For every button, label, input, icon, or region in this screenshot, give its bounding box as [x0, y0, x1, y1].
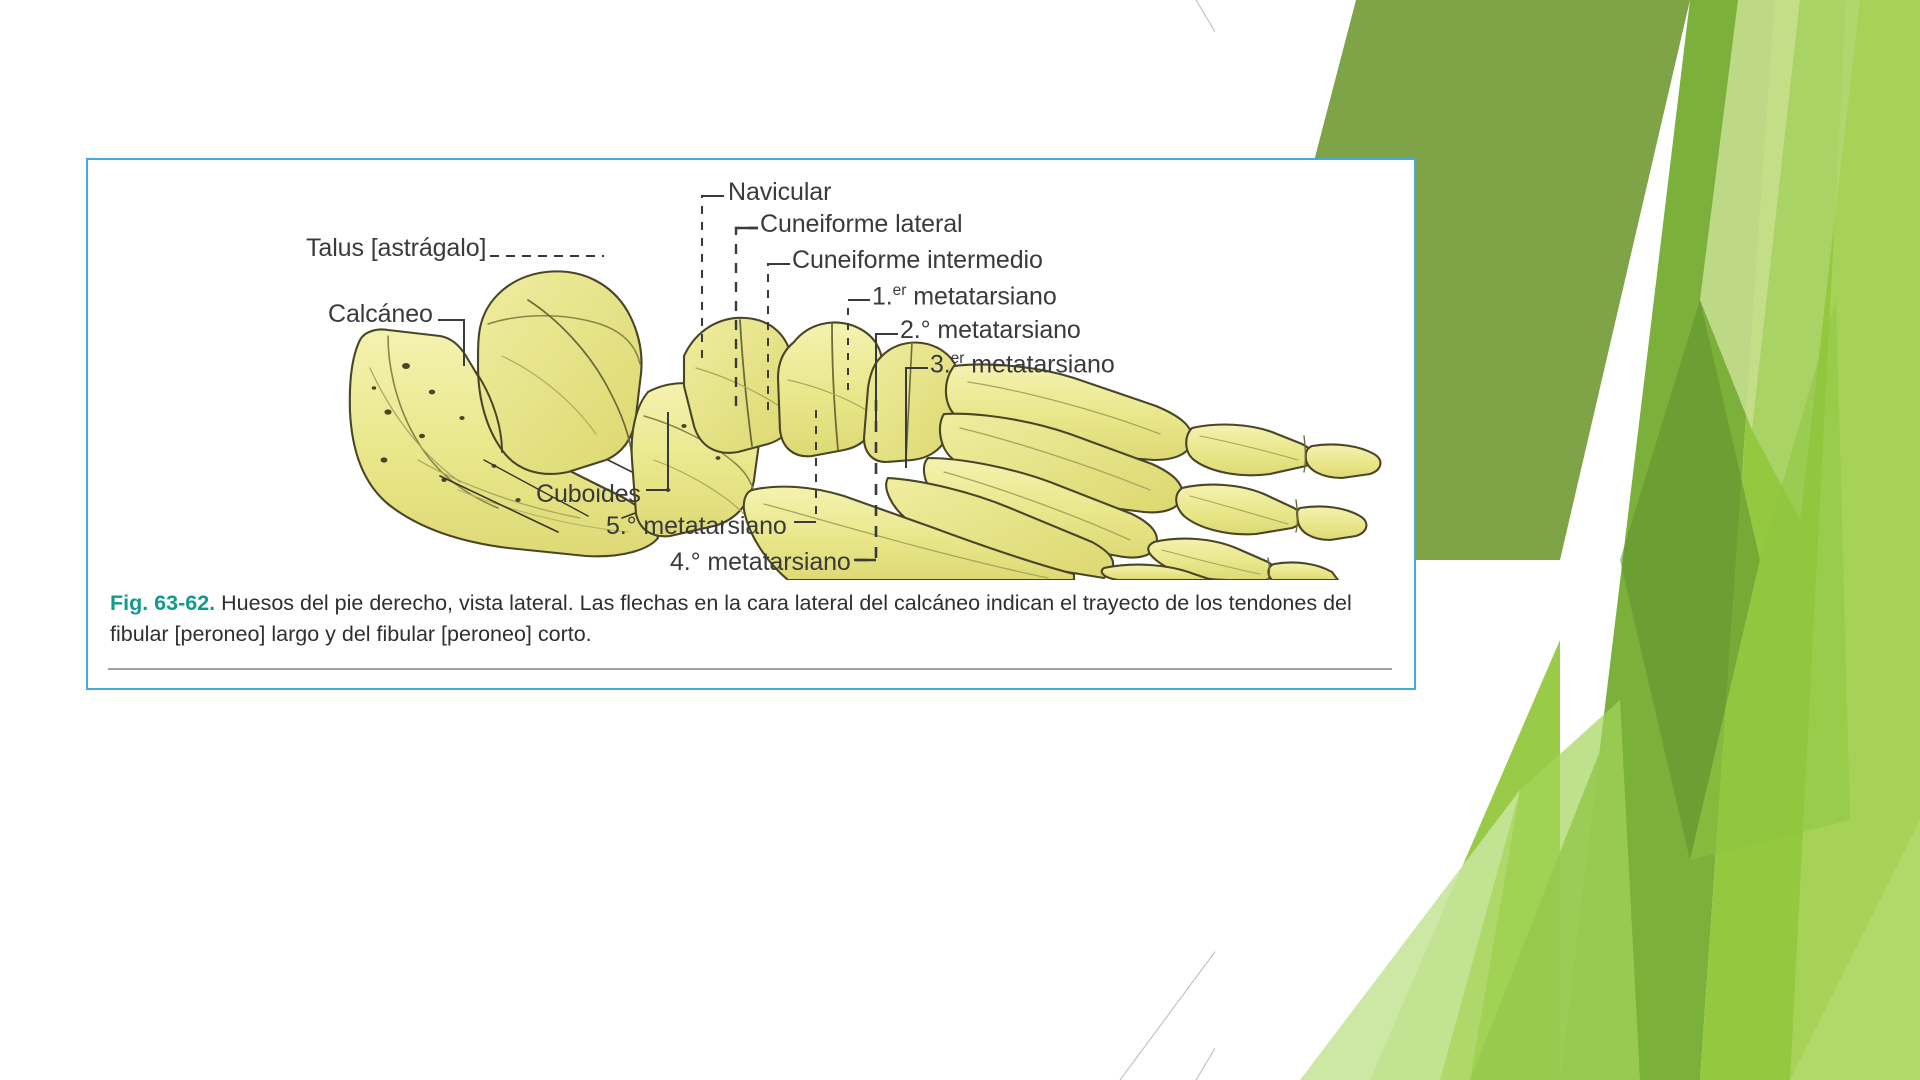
label-cuneiforme-lateral: Cuneiforme lateral	[760, 210, 963, 239]
label-metatarsiano-3: 3.er metatarsiano	[930, 350, 1115, 379]
leader-cuboides	[646, 412, 669, 491]
caption-divider	[108, 668, 1392, 670]
leader-cuneiforme-intermedio	[767, 263, 790, 414]
label-metatarsiano-1-text: metatarsiano	[906, 282, 1057, 311]
label-metatarsiano-3-text: metatarsiano	[964, 350, 1115, 379]
figure-caption: Fig. 63-62. Huesos del pie derecho, vist…	[110, 588, 1390, 650]
label-cuboides: Cuboides	[536, 480, 641, 509]
foot-bones-drawing	[348, 270, 1382, 580]
label-metatarsiano-5: 5.° metatarsiano	[606, 512, 787, 541]
leader-navicular	[701, 195, 724, 366]
label-metatarsiano-3-ordinal: er	[950, 350, 965, 367]
label-metatarsiano-5-number: 5.°	[606, 512, 644, 540]
leader-talus	[490, 255, 604, 257]
label-metatarsiano-4-text: metatarsiano	[707, 548, 851, 576]
foot-bones-illustration	[88, 160, 1414, 580]
label-cuboides-text: Cuboides	[536, 480, 641, 508]
label-cuneiforme-intermedio-text: Cuneiforme intermedio	[792, 246, 1043, 274]
figure-caption-text: Fig. 63-62. Huesos del pie derecho, vist…	[110, 588, 1390, 650]
label-metatarsiano-2-number: 2.°	[900, 316, 938, 344]
label-metatarsiano-2-text: metatarsiano	[937, 316, 1081, 344]
figure-number: Fig. 63-62.	[110, 591, 216, 615]
label-navicular-text: Navicular	[728, 178, 832, 206]
label-calcaneo: Calcáneo	[328, 300, 433, 329]
label-metatarsiano-4: 4.° metatarsiano	[670, 548, 851, 577]
label-metatarsiano-1-ordinal: er	[892, 282, 907, 299]
figure-card: Talus [astrágalo] Calcáneo Navicular Cun…	[86, 158, 1416, 690]
leader-metatarsiano-4	[854, 400, 878, 562]
leader-metatarsiano-2	[875, 333, 898, 426]
label-talus: Talus [astrágalo]	[306, 234, 486, 263]
leader-metatarsiano-1	[847, 299, 870, 390]
label-navicular: Navicular	[728, 178, 831, 207]
label-talus-text: Talus [astrágalo]	[306, 234, 487, 262]
label-metatarsiano-3-number: 3.	[930, 350, 951, 379]
label-cuneiforme-lateral-text: Cuneiforme lateral	[760, 210, 963, 238]
label-metatarsiano-1-number: 1.	[872, 282, 893, 311]
label-metatarsiano-4-number: 4.°	[670, 548, 708, 576]
label-cuneiforme-intermedio: Cuneiforme intermedio	[792, 246, 1043, 275]
leader-metatarsiano-5	[794, 410, 817, 523]
leader-metatarsiano-3	[905, 367, 928, 468]
leader-calcaneo	[438, 319, 465, 366]
label-metatarsiano-2: 2.° metatarsiano	[900, 316, 1081, 345]
leader-cuneiforme-lateral	[734, 226, 758, 410]
label-metatarsiano-5-text: metatarsiano	[643, 512, 787, 540]
label-metatarsiano-1: 1.er metatarsiano	[872, 282, 1057, 311]
label-calcaneo-text: Calcáneo	[328, 300, 433, 328]
figure-caption-body: Huesos del pie derecho, vista lateral. L…	[110, 591, 1352, 646]
